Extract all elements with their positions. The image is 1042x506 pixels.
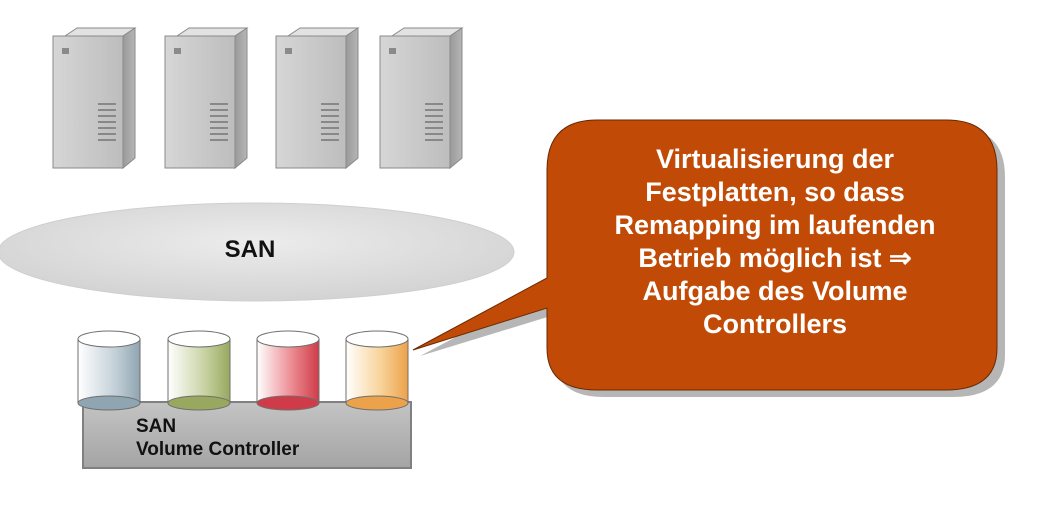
disk-cylinder-icon [256,330,320,411]
callout-line: Aufgabe des Volume [642,276,908,306]
callout-line: Betrieb möglich ist ⇒ [638,243,912,273]
callout-line: Controllers [702,309,848,339]
disk-cylinder-icon [77,330,141,411]
disk-cylinder-icon [345,330,409,411]
callout-line: Virtualisierung der [655,144,895,174]
disk-1 [77,330,141,411]
server-4 [379,27,464,170]
server-tower-icon [379,27,464,170]
volume-controller-label: SAN Volume Controller [136,415,299,461]
volume-controller-line-1: SAN [136,416,177,437]
callout-text: Virtualisierung der Festplatten, so dass… [560,143,990,341]
server-tower-icon [275,27,360,170]
callout-line: Remapping im laufenden [614,210,936,240]
san-label: SAN [224,236,276,263]
server-tower-icon [164,27,249,170]
server-1 [52,27,137,170]
disk-cylinder-icon [167,330,231,411]
disk-3 [256,330,320,411]
server-2 [164,27,249,170]
volume-controller-line-2: Volume Controller [136,439,300,460]
san-network-ellipse [0,202,515,302]
server-3 [275,27,360,170]
callout-line: Festplatten, so dass [645,177,905,207]
disk-4 [345,330,409,411]
volume-controller-box [82,401,412,469]
server-tower-icon [52,27,137,170]
disk-2 [167,330,231,411]
callout-bubble [412,119,998,391]
